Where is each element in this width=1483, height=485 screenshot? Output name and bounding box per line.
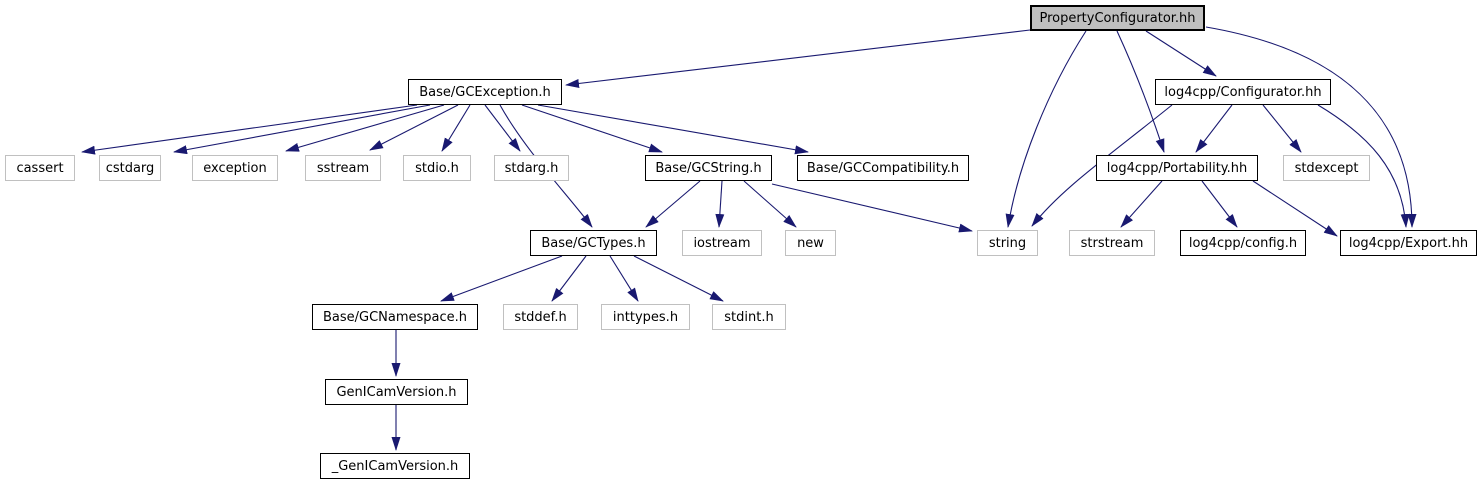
- node-cstdarg: cstdarg: [99, 155, 161, 181]
- edge-base-gcexception-h-to-cstdarg: [173, 104, 431, 155]
- node-genicamversion-h[interactable]: _GenICamVersion.h: [320, 453, 470, 479]
- node-iostream: iostream: [682, 230, 762, 256]
- edge-log4cpp-configurator-hh-to-string: [1031, 104, 1173, 227]
- node-stddef-h: stddef.h: [503, 304, 578, 330]
- edge-base-gcstring-h-to-string: [771, 183, 973, 233]
- node-exception: exception: [192, 155, 278, 181]
- node-propertyconfigurator-hh: PropertyConfigurator.hh: [1030, 5, 1205, 31]
- node-log4cpp-config-h[interactable]: log4cpp/config.h: [1180, 230, 1306, 256]
- edge-propertyconfigurator-hh-to-log4cpp-configurator-hh: [1145, 30, 1217, 77]
- node-stdarg-h: stdarg.h: [494, 155, 569, 181]
- node-stdexcept: stdexcept: [1283, 155, 1370, 181]
- edge-base-gctypes-h-to-inttypes-h: [609, 255, 639, 302]
- node-cassert: cassert: [5, 155, 75, 181]
- edge-base-gcexception-h-to-cassert: [81, 104, 418, 155]
- edge-base-gcstring-h-to-new: [743, 180, 797, 228]
- node-base-gccompatibility-h[interactable]: Base/GCCompatibility.h: [797, 155, 969, 181]
- node-base-gcexception-h[interactable]: Base/GCException.h: [408, 79, 562, 105]
- edge-base-gcexception-h-to-base-gcstring-h: [521, 104, 663, 153]
- node-strstream: strstream: [1069, 230, 1155, 256]
- edge-log4cpp-portability-hh-to-strstream: [1120, 180, 1163, 228]
- node-stdio-h: stdio.h: [403, 155, 471, 181]
- edge-log4cpp-configurator-hh-to-log4cpp-portability-hh: [1195, 104, 1233, 153]
- edge-log4cpp-portability-hh-to-log4cpp-export-hh: [1252, 180, 1338, 237]
- edge-base-gcstring-h-to-base-gctypes-h: [645, 180, 701, 228]
- node-log4cpp-export-hh[interactable]: log4cpp/Export.hh: [1340, 230, 1477, 256]
- node-log4cpp-configurator-hh[interactable]: log4cpp/Configurator.hh: [1155, 79, 1331, 105]
- edge-base-gcexception-h-to-exception: [285, 104, 445, 152]
- edge-log4cpp-configurator-hh-to-log4cpp-export-hh: [1317, 104, 1410, 228]
- node-log4cpp-portability-hh[interactable]: log4cpp/Portability.hh: [1096, 155, 1258, 181]
- node-sstream: sstream: [305, 155, 381, 181]
- node-genicamversion-h[interactable]: GenICamVersion.h: [325, 379, 468, 405]
- edge-log4cpp-portability-hh-to-log4cpp-config-h: [1201, 180, 1238, 228]
- edge-base-gctypes-h-to-stddef-h: [551, 255, 587, 302]
- node-string: string: [977, 230, 1038, 256]
- edge-log4cpp-configurator-hh-to-stdexcept: [1262, 104, 1302, 153]
- edge-propertyconfigurator-hh-to-log4cpp-portability-hh: [1116, 30, 1165, 153]
- node-base-gctypes-h[interactable]: Base/GCTypes.h: [530, 230, 657, 256]
- node-base-gcnamespace-h[interactable]: Base/GCNamespace.h: [312, 304, 478, 330]
- edge-base-gcexception-h-to-stdarg-h: [484, 104, 521, 152]
- node-inttypes-h: inttypes.h: [601, 304, 690, 330]
- edge-base-gcstring-h-to-iostream: [715, 180, 725, 228]
- node-base-gcstring-h[interactable]: Base/GCString.h: [645, 155, 772, 181]
- edge-base-gcexception-h-to-base-gccompatibility-h: [537, 104, 809, 155]
- edge-propertyconfigurator-hh-to-log4cpp-export-hh: [1205, 26, 1417, 228]
- edge-base-gctypes-h-to-stdint-h: [633, 255, 724, 302]
- edge-base-gctypes-h-to-base-gcnamespace-h: [440, 255, 563, 302]
- node-stdint-h: stdint.h: [712, 304, 786, 330]
- edge-base-gcexception-h-to-sstream: [369, 104, 459, 151]
- edge-propertyconfigurator-hh-to-string: [1005, 30, 1087, 228]
- edge-propertyconfigurator-hh-to-base-gcexception-h: [565, 29, 1031, 88]
- edge-base-gcexception-h-to-stdio-h: [441, 104, 471, 152]
- node-new: new: [785, 230, 836, 256]
